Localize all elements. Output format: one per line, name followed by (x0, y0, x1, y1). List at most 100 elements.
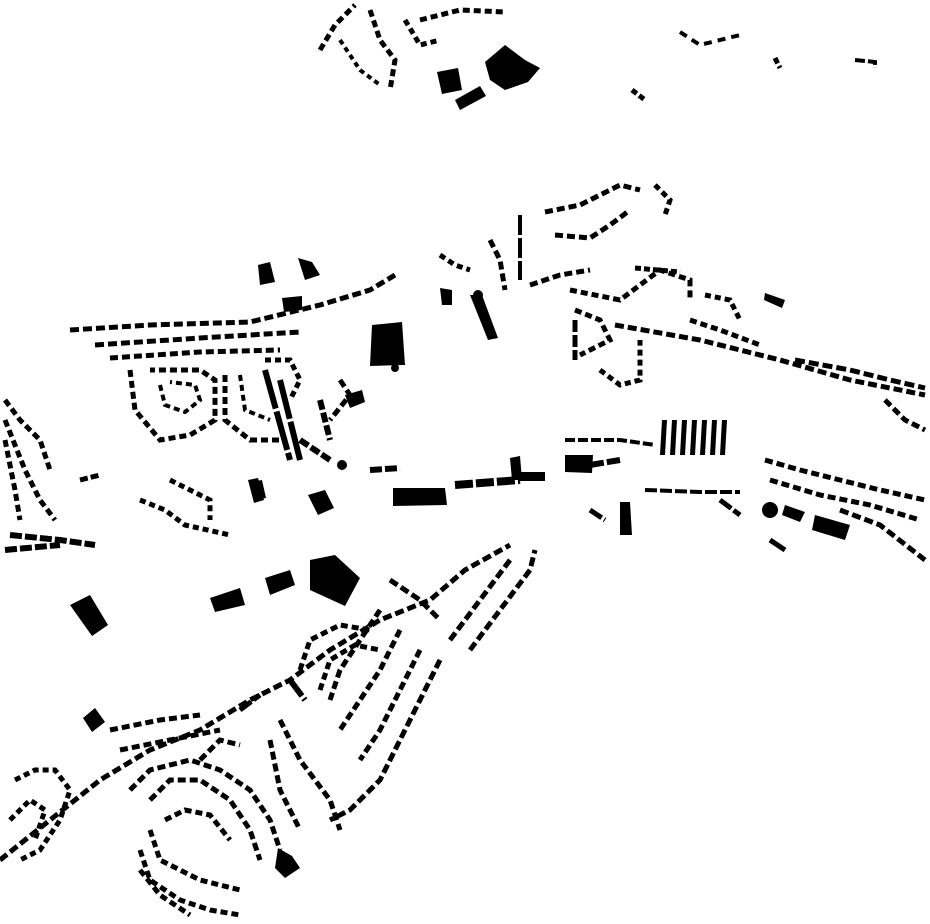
building-row (644, 488, 740, 494)
building-row (298, 437, 332, 463)
building-row (109, 347, 281, 361)
building-row (158, 380, 203, 415)
building-row (569, 267, 693, 303)
row-house (680, 420, 687, 455)
building-row (277, 379, 303, 461)
round-building (762, 502, 778, 518)
building-row (704, 292, 743, 322)
building-row (222, 375, 280, 443)
building-row (653, 183, 673, 216)
building-row (94, 329, 301, 348)
building (250, 480, 266, 500)
building-row (0, 542, 512, 862)
building-row (768, 537, 787, 553)
building-row (634, 265, 681, 275)
building-row (718, 498, 742, 517)
round-building (337, 460, 347, 470)
building-row (139, 497, 231, 538)
building (812, 515, 850, 540)
building (485, 45, 540, 90)
building-rows (0, 3, 927, 918)
building-row (630, 88, 647, 102)
building-row (128, 757, 283, 851)
building-row (9, 532, 96, 548)
building-row (544, 182, 641, 215)
building-row (614, 322, 926, 398)
building-row (2, 439, 23, 521)
building-row (419, 7, 506, 23)
building (565, 455, 593, 473)
building-row (109, 712, 201, 733)
building (520, 472, 545, 481)
building (455, 86, 486, 110)
building-row (168, 477, 213, 520)
round-building (473, 290, 483, 300)
building-row (163, 807, 232, 842)
building-row (297, 622, 371, 671)
building-row (69, 272, 397, 333)
building-row (854, 58, 877, 68)
building-row (198, 737, 241, 762)
building-row (277, 718, 343, 831)
building-row (357, 648, 423, 762)
building-row (267, 739, 303, 832)
row-house (670, 420, 677, 455)
building-row (574, 307, 614, 358)
building-row (147, 829, 241, 893)
building-row (689, 317, 761, 348)
building-row (769, 477, 921, 523)
building-row (337, 628, 403, 732)
building-row (369, 465, 401, 473)
building-row (589, 457, 621, 468)
building-row (262, 369, 293, 461)
building (782, 505, 805, 522)
building-row (448, 558, 512, 642)
building-row (468, 549, 538, 652)
building (308, 490, 334, 515)
building-row (772, 56, 783, 70)
building (310, 555, 360, 606)
row-house (720, 420, 727, 455)
building-row (238, 693, 262, 712)
building (70, 595, 108, 636)
building-row (265, 357, 303, 402)
building-row (454, 476, 521, 489)
building-row (137, 849, 241, 918)
building (764, 293, 785, 308)
building-row (794, 357, 926, 391)
building (258, 262, 275, 285)
building-row (487, 238, 508, 291)
building-row (839, 507, 927, 562)
row-house (690, 420, 697, 455)
building-row (79, 472, 101, 483)
building-row (4, 542, 61, 553)
building (393, 488, 447, 506)
building (370, 322, 405, 366)
building-row (598, 340, 643, 388)
building-row (327, 608, 383, 701)
building (345, 390, 365, 408)
building-row (127, 367, 218, 443)
building-row (317, 642, 381, 691)
building-row (328, 658, 443, 823)
building-row (3, 398, 53, 471)
building-row (8, 796, 48, 841)
building (210, 588, 245, 612)
building-row (565, 438, 656, 447)
building-row (2, 419, 57, 522)
building-row (388, 577, 442, 622)
row-house (710, 420, 717, 455)
building-row (588, 507, 607, 523)
round-building (391, 364, 399, 372)
building (470, 295, 498, 340)
building-row (287, 678, 308, 702)
building (510, 456, 522, 480)
building (282, 296, 302, 312)
building (440, 288, 452, 305)
building-row (119, 727, 221, 753)
large-buildings (70, 45, 850, 878)
building-row (678, 30, 741, 48)
building (298, 258, 320, 280)
building-row (883, 398, 927, 433)
building (275, 848, 300, 878)
